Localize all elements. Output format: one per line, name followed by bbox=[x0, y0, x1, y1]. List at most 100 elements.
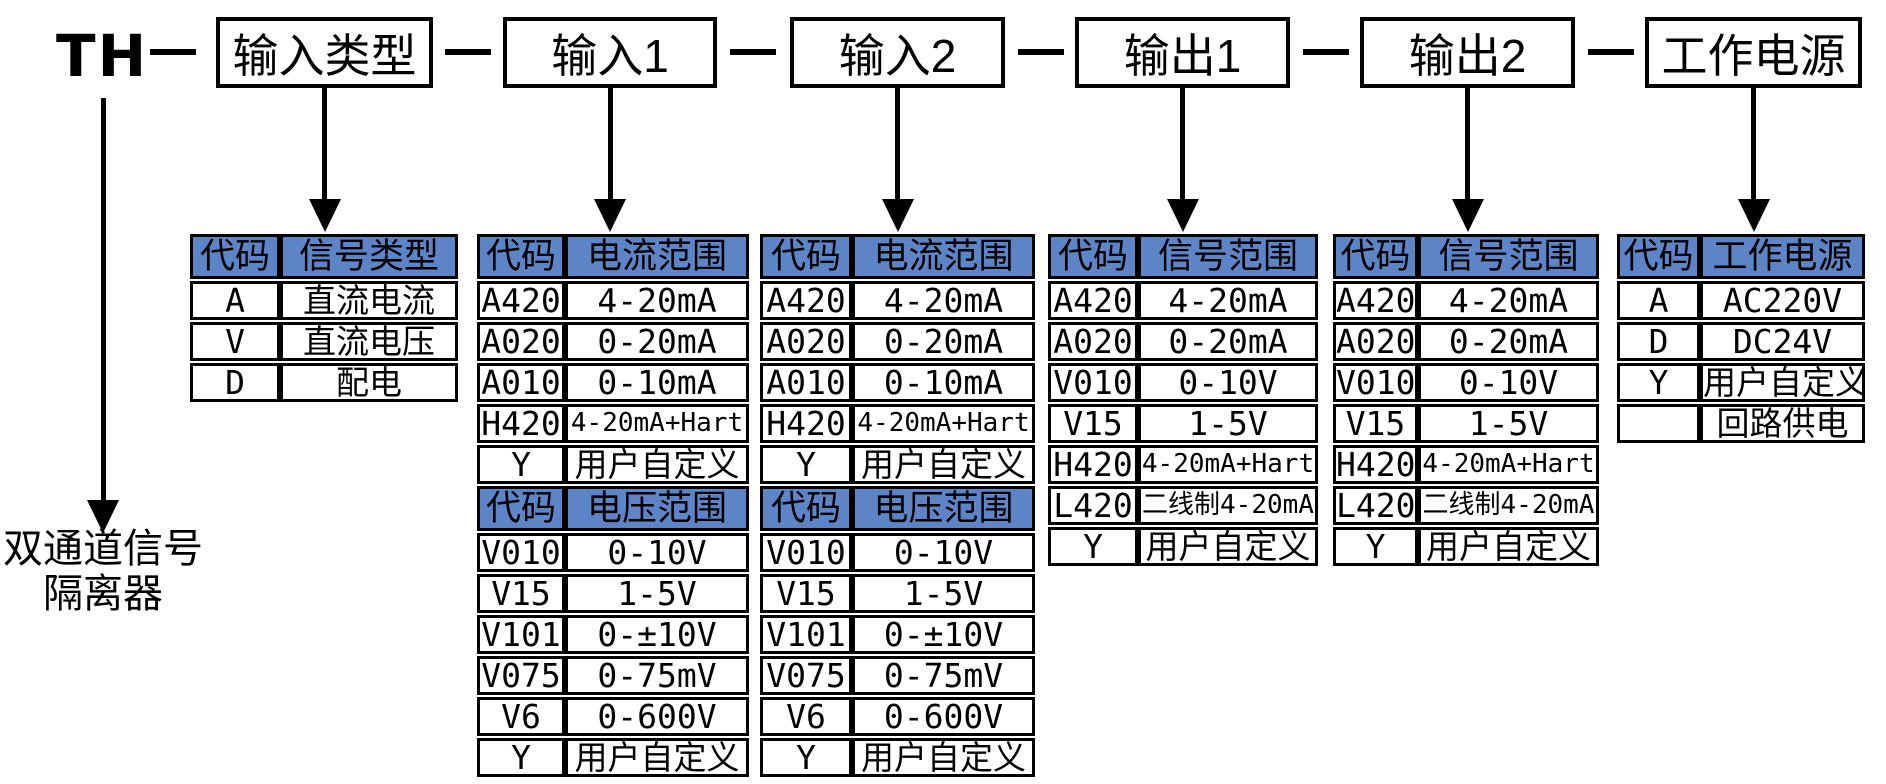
input-type-arrow-head bbox=[308, 199, 341, 232]
input1-arrow-head bbox=[594, 199, 626, 232]
output1-box-label: 输出1 bbox=[1123, 29, 1242, 82]
input1-box-label: 输入1 bbox=[551, 29, 669, 82]
model-description-line2: 隔离器 bbox=[43, 572, 163, 616]
value-cell: 0-10V bbox=[1418, 363, 1599, 402]
code-cell: A420 bbox=[760, 281, 852, 320]
value-cell: 0-20mA bbox=[1418, 322, 1599, 361]
model-arrow-stem bbox=[101, 98, 106, 500]
header-cell: 代码 bbox=[477, 234, 565, 279]
code-cell: A bbox=[190, 281, 280, 320]
output2-arrow-head bbox=[1451, 199, 1484, 232]
value-cell: 0-10V bbox=[1138, 363, 1318, 402]
header-cell: 电流范围 bbox=[565, 234, 749, 279]
connector-dash bbox=[1303, 49, 1349, 55]
input-type-arrow-stem bbox=[322, 88, 327, 200]
value-cell: 0-20mA bbox=[852, 322, 1035, 361]
code-cell: V010 bbox=[477, 533, 565, 572]
code-cell: V010 bbox=[760, 533, 852, 572]
code-cell: L420 bbox=[1048, 486, 1138, 525]
code-cell: A020 bbox=[477, 322, 565, 361]
header-cell: 电压范围 bbox=[565, 486, 749, 531]
power-arrow-stem bbox=[1751, 88, 1756, 200]
output1-box: 输出1 bbox=[1075, 17, 1290, 88]
power-arrow-head bbox=[1737, 199, 1770, 232]
value-cell: 0-10mA bbox=[852, 363, 1035, 402]
code-cell: V075 bbox=[477, 656, 565, 695]
value-cell: 0-20mA bbox=[1138, 322, 1318, 361]
input1-arrow-stem bbox=[607, 88, 613, 200]
value-cell: 1-5V bbox=[1138, 404, 1318, 443]
code-cell: Y bbox=[760, 738, 852, 777]
code-cell: D bbox=[190, 363, 280, 402]
output1-arrow-head bbox=[1166, 199, 1199, 232]
value-cell: 用户自定义 bbox=[565, 738, 749, 777]
value-cell: 二线制4-20mA bbox=[1418, 486, 1599, 525]
value-cell: 1-5V bbox=[852, 574, 1035, 613]
value-cell: 0-±10V bbox=[565, 615, 749, 654]
code-cell: A010 bbox=[477, 363, 565, 402]
value-cell: 4-20mA bbox=[852, 281, 1035, 320]
code-cell: V101 bbox=[477, 615, 565, 654]
value-cell: DC24V bbox=[1700, 322, 1865, 361]
code-cell: A020 bbox=[1333, 322, 1418, 361]
value-cell: 二线制4-20mA bbox=[1138, 486, 1318, 525]
code-cell: A020 bbox=[1048, 322, 1138, 361]
value-cell: 直流电流 bbox=[280, 281, 458, 320]
value-cell: 0-75mV bbox=[852, 656, 1035, 695]
value-cell: 4-20mA bbox=[565, 281, 749, 320]
code-cell: A bbox=[1617, 281, 1700, 320]
value-cell: 0-±10V bbox=[852, 615, 1035, 654]
model-description-line1: 双通道信号 bbox=[3, 527, 203, 571]
code-cell: A420 bbox=[1048, 281, 1138, 320]
code-cell bbox=[1617, 404, 1700, 443]
power-box: 工作电源 bbox=[1645, 17, 1862, 88]
header-cell: 代码 bbox=[1048, 234, 1138, 279]
value-cell: 用户自定义 bbox=[852, 445, 1035, 484]
code-cell: V6 bbox=[760, 697, 852, 736]
header-cell: 信号范围 bbox=[1138, 234, 1318, 279]
value-cell: 用户自定义 bbox=[1138, 527, 1318, 566]
value-cell: 0-600V bbox=[852, 697, 1035, 736]
header-cell: 电压范围 bbox=[852, 486, 1035, 531]
value-cell: 回路供电 bbox=[1700, 404, 1865, 443]
value-cell: 用户自定义 bbox=[565, 445, 749, 484]
input2-box-label: 输入2 bbox=[838, 29, 957, 82]
header-cell: 代码 bbox=[1617, 234, 1700, 279]
code-cell: D bbox=[1617, 322, 1700, 361]
code-cell: Y bbox=[760, 445, 852, 484]
value-cell: AC220V bbox=[1700, 281, 1865, 320]
code-cell: L420 bbox=[1333, 486, 1418, 525]
output2-box-label: 输出2 bbox=[1408, 29, 1527, 82]
code-cell: H420 bbox=[477, 404, 565, 443]
value-cell: 0-10V bbox=[852, 533, 1035, 572]
header-cell: 电流范围 bbox=[852, 234, 1035, 279]
header-cell: 代码 bbox=[190, 234, 280, 279]
model-description: 双通道信号 隔离器 bbox=[0, 527, 206, 617]
connector-dash bbox=[445, 49, 491, 55]
input1-box: 输入1 bbox=[503, 17, 717, 88]
input2-box: 输入2 bbox=[790, 17, 1005, 88]
output2-box: 输出2 bbox=[1360, 17, 1575, 88]
value-cell: 配电 bbox=[280, 363, 458, 402]
value-cell: 0-20mA bbox=[565, 322, 749, 361]
code-cell: H420 bbox=[1333, 445, 1418, 484]
value-cell: 用户自定义 bbox=[1700, 363, 1865, 402]
value-cell: 1-5V bbox=[1418, 404, 1599, 443]
value-cell: 4-20mA+Hart bbox=[1138, 445, 1318, 484]
value-cell: 0-10V bbox=[565, 533, 749, 572]
connector-dash bbox=[1018, 49, 1064, 55]
code-cell: V15 bbox=[1048, 404, 1138, 443]
header-cell: 信号范围 bbox=[1418, 234, 1599, 279]
code-cell: H420 bbox=[760, 404, 852, 443]
input2-arrow-head bbox=[881, 199, 914, 232]
code-cell: Y bbox=[477, 738, 565, 777]
code-cell: Y bbox=[477, 445, 565, 484]
model-arrow-head bbox=[87, 500, 119, 533]
